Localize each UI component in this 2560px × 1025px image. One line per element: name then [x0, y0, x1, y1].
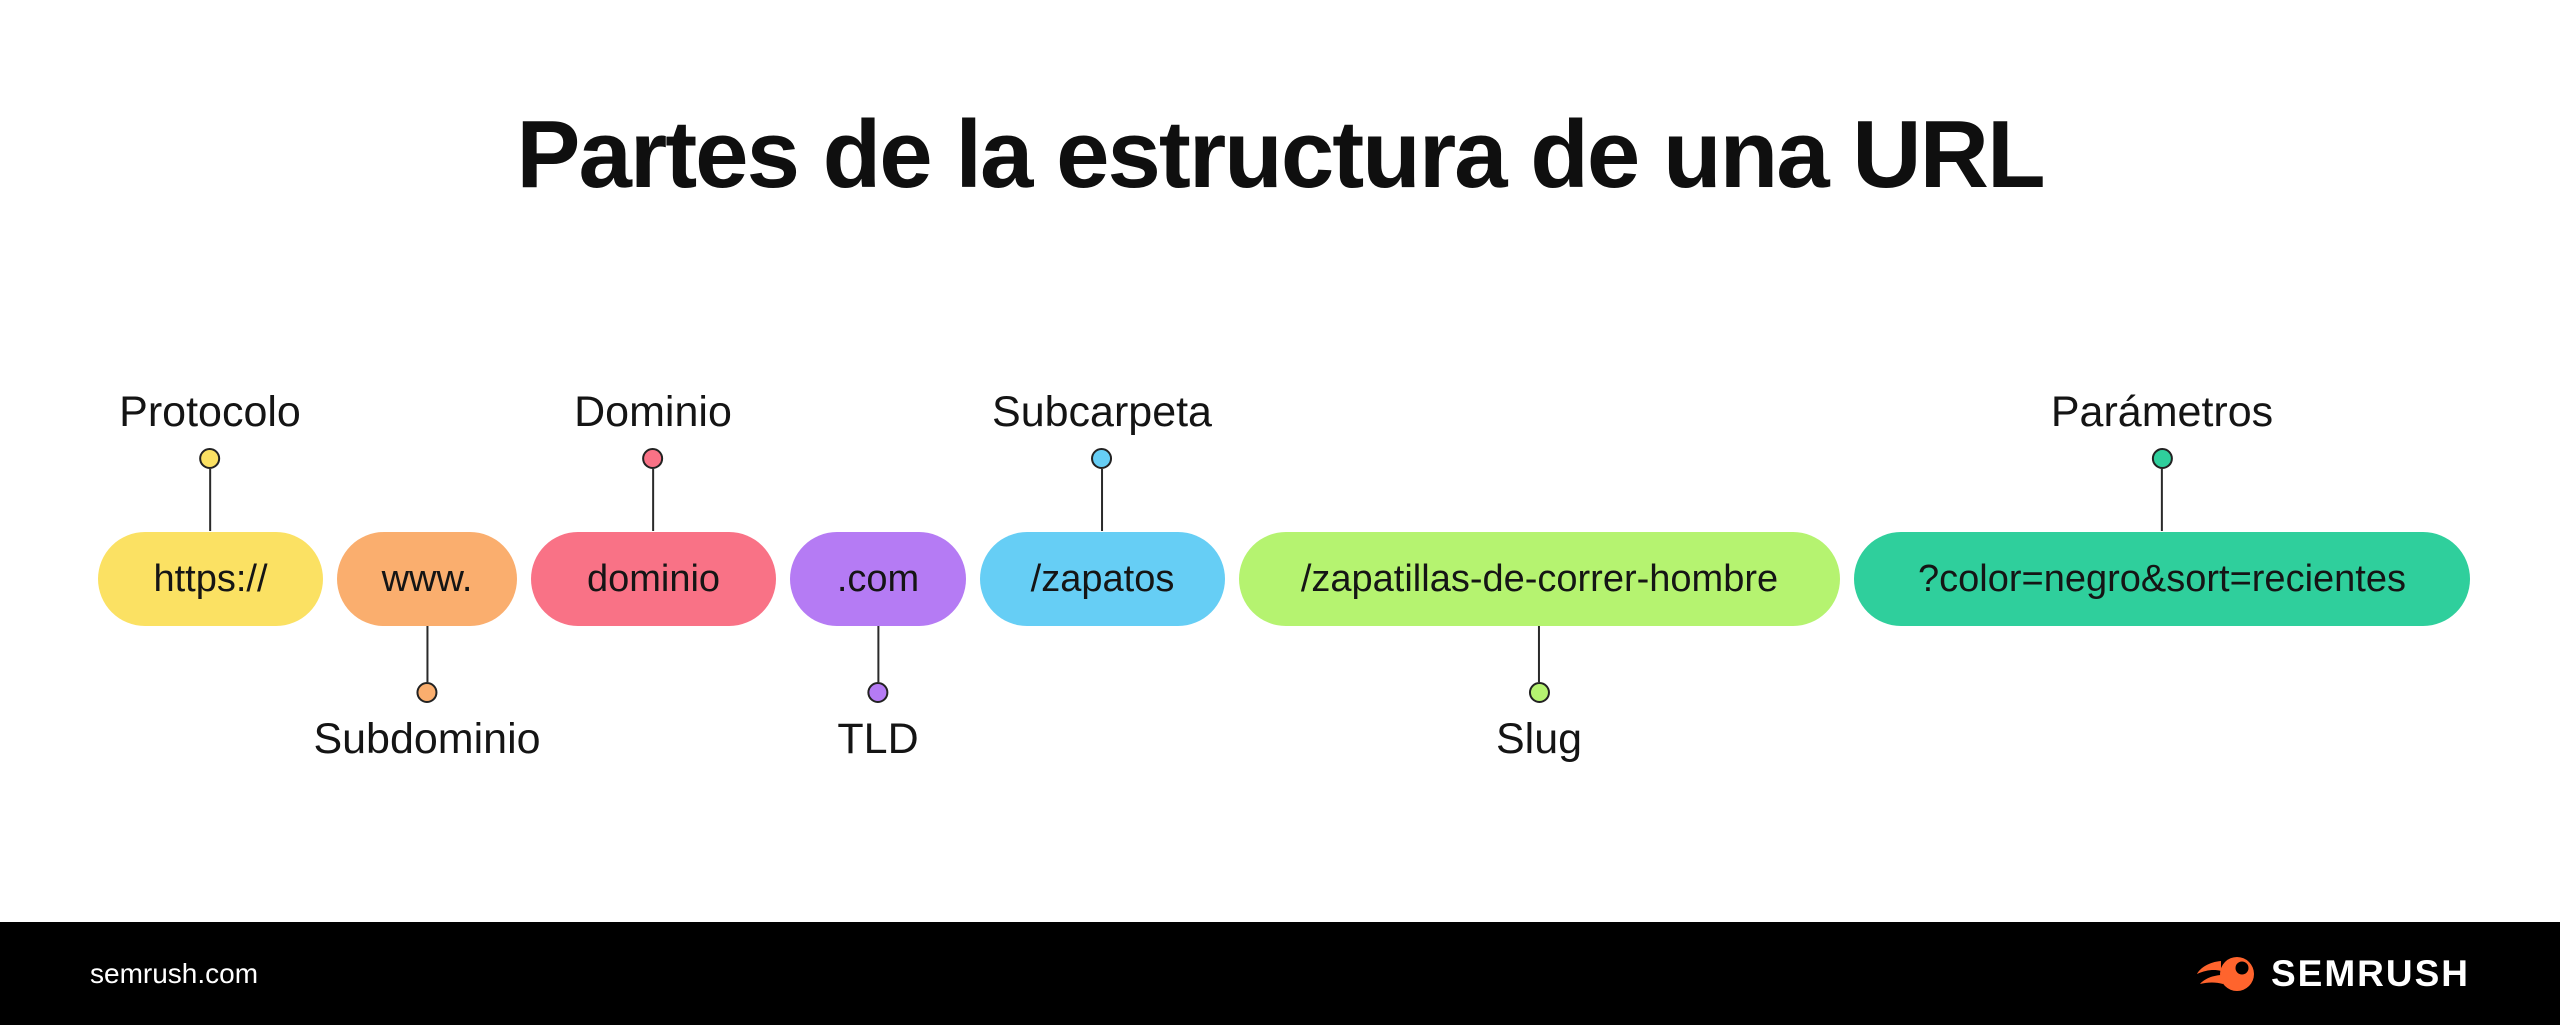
callout-protocolo: Protocolo [119, 388, 301, 531]
url-segment-slug: /zapatillas-de-correr-hombre [1239, 532, 1840, 626]
url-segment-domain: dominio [531, 532, 776, 626]
semrush-wordmark: SEMRUSH [2270, 952, 2470, 994]
url-segment-subdomain: www. [337, 532, 517, 626]
callout-label: Parámetros [2050, 388, 2274, 436]
callout-label: Slug [1495, 715, 1583, 763]
callout-parametros: Parámetros [2051, 388, 2273, 531]
callout-label: TLD [837, 715, 919, 763]
callout-label: Protocolo [119, 388, 301, 436]
callout-label: Dominio [574, 388, 732, 436]
connector-dot [199, 448, 221, 469]
callout-slug: Slug [1496, 626, 1582, 763]
callout-tld: TLD [837, 626, 919, 763]
semrush-logo: SEMRUSH [2196, 952, 2470, 995]
url-segment-tld: .com [790, 532, 966, 626]
connector-line [1537, 626, 1540, 682]
connector-dot [2151, 448, 2173, 469]
callout-label: Subcarpeta [992, 388, 1212, 436]
connector-line [208, 469, 211, 531]
url-segment-protocol: https:// [98, 532, 323, 626]
callout-dominio: Dominio [574, 388, 732, 531]
connector-dot [1528, 682, 1550, 703]
callout-subdominio: Subdominio [313, 626, 541, 763]
semrush-flame-icon [2196, 956, 2254, 991]
footer-site-url: semrush.com [90, 957, 259, 989]
url-segment-parameters: ?color=negro&sort=recientes [1854, 532, 2470, 626]
callout-label: Subdominio [313, 715, 541, 763]
connector-line [426, 626, 428, 682]
connector-line [876, 626, 879, 682]
connector-line [1101, 469, 1103, 531]
url-segment-subfolder: /zapatos [980, 532, 1225, 626]
connector-dot [642, 448, 664, 469]
footer-bar: semrush.com SEMRUSH [0, 922, 2560, 1025]
connector-dot [416, 682, 438, 703]
callout-subcarpeta: Subcarpeta [992, 388, 1212, 531]
connector-dot [1091, 448, 1113, 469]
connector-line [651, 469, 654, 531]
connector-line [2161, 469, 2163, 531]
connector-dot [867, 682, 889, 703]
page-title: Partes de la estructura de una URL [516, 101, 2045, 208]
